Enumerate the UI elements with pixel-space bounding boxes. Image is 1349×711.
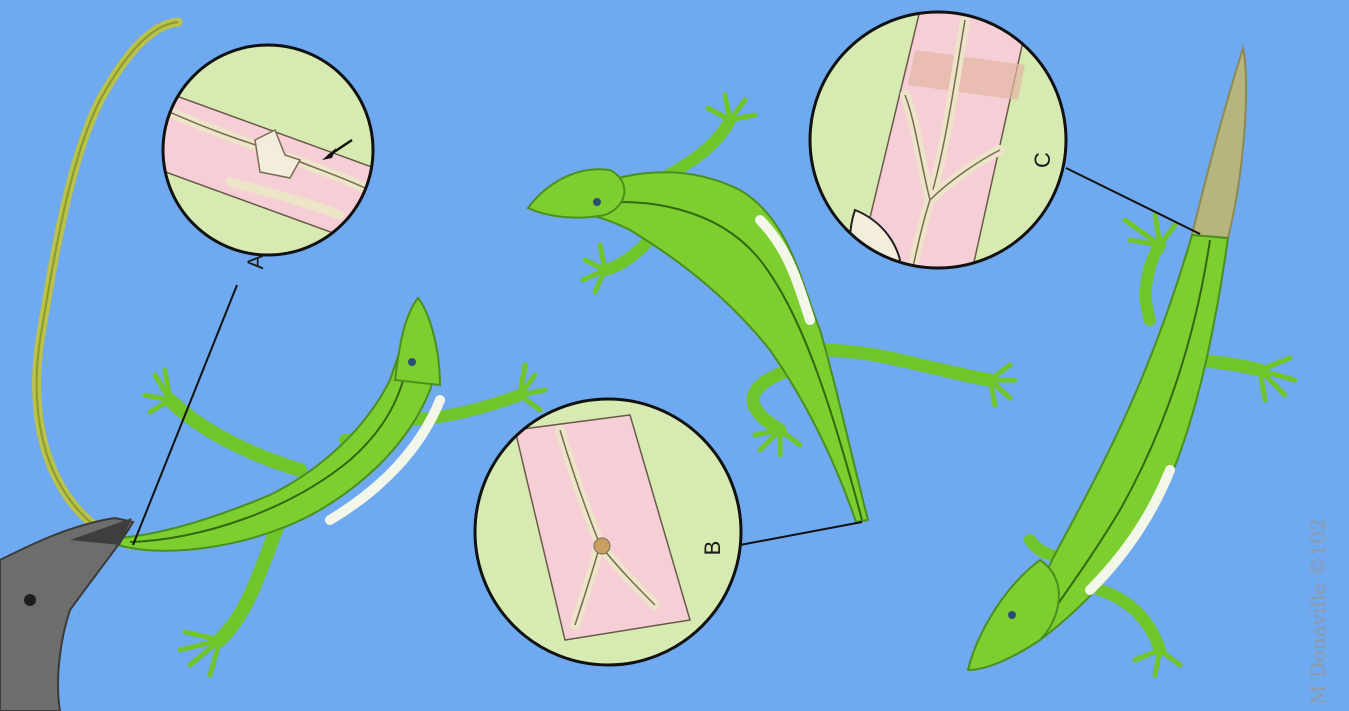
fracture-plane-b bbox=[594, 538, 610, 554]
lizard-right-eye bbox=[1008, 611, 1016, 619]
lizard-left-eye bbox=[408, 358, 416, 366]
inset-a-label: A bbox=[243, 254, 268, 269]
artist-signature: M Donaville ©102 bbox=[1306, 518, 1330, 705]
lizard-middle-eye bbox=[593, 198, 601, 206]
bird-eye bbox=[24, 594, 36, 606]
inset-c-label: C bbox=[1030, 152, 1055, 168]
inset-b-label: B bbox=[700, 541, 725, 556]
